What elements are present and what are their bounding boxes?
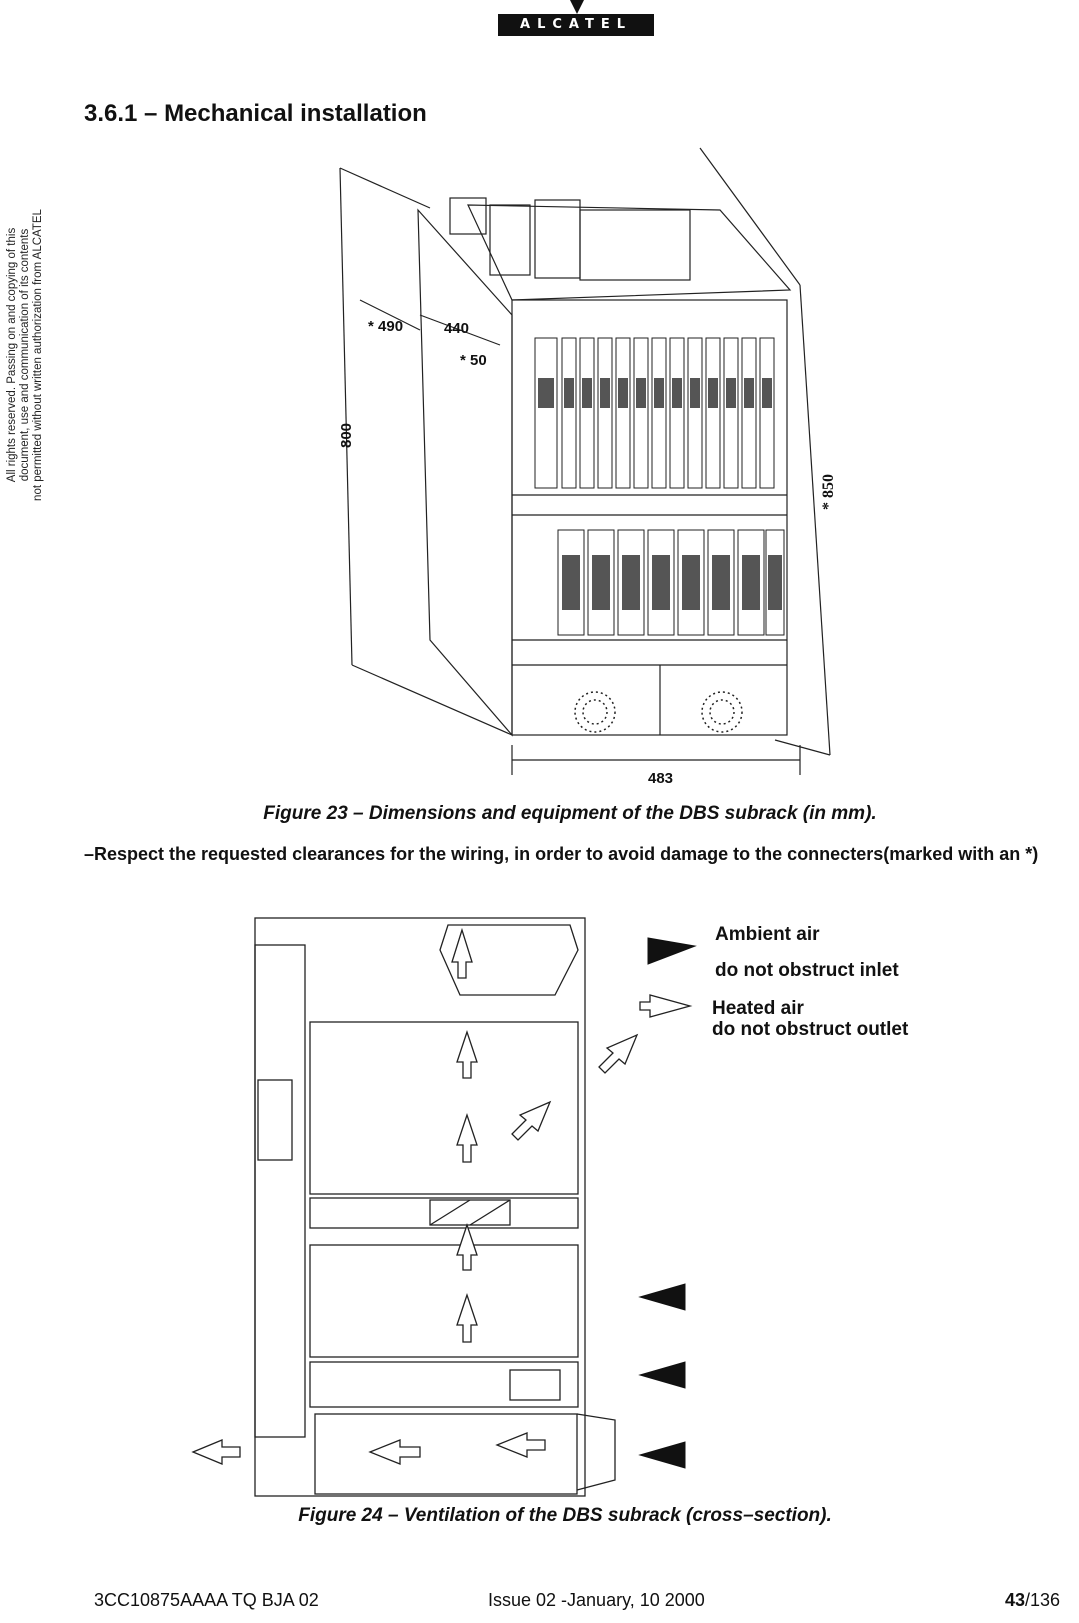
- dimension-850: * 850: [820, 474, 837, 510]
- page-current: 43: [1005, 1590, 1026, 1610]
- dimension-800: 800: [338, 422, 355, 448]
- legend-ambient-title: Ambient air: [715, 924, 820, 945]
- figure-23-drawing: [339, 147, 831, 775]
- dimension-490: * 490: [368, 318, 404, 335]
- footer-page-number: 43/136: [1005, 1590, 1060, 1611]
- logo-triangle-icon: [570, 0, 584, 14]
- legend-heated-title: Heated air: [712, 998, 804, 1019]
- footer-issue: Issue 02 -January, 10 2000: [488, 1590, 705, 1610]
- alcatel-logo: ALCATEL: [498, 0, 656, 40]
- figure-23-caption: Figure 23 – Dimensions and equipment of …: [263, 803, 877, 824]
- legend-ambient-sub: do not obstruct inlet: [715, 960, 899, 981]
- footer-doc-ref: 3CC10875AAAA TQ BJA 02: [94, 1590, 319, 1610]
- dimension-50: * 50: [460, 352, 487, 369]
- legend-heated-sub: do not obstruct outlet: [712, 1019, 909, 1040]
- figure-24-drawing: [191, 917, 697, 1497]
- dimension-440: 440: [444, 320, 470, 337]
- dimension-483: 483: [648, 770, 674, 787]
- clearance-note: –Respect the requested clearances for th…: [84, 844, 1039, 864]
- section-title: 3.6.1 – Mechanical installation: [84, 100, 427, 127]
- figure-24-caption: Figure 24 – Ventilation of the DBS subra…: [298, 1505, 832, 1526]
- logo-text: ALCATEL: [498, 14, 654, 36]
- page-total: /136: [1025, 1590, 1061, 1610]
